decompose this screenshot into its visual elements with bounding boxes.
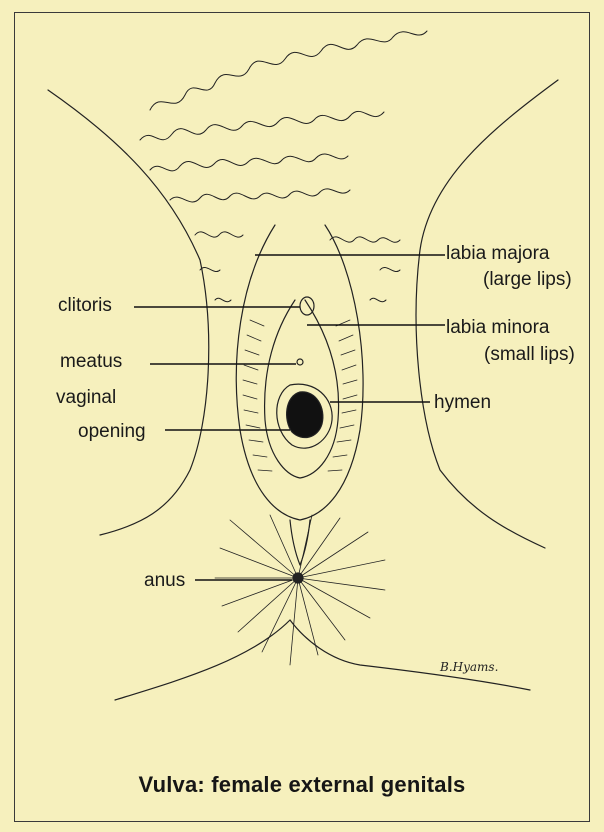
label-large-lips: (large lips)	[483, 270, 572, 289]
clitoris-shape	[300, 297, 314, 315]
anus-radial	[215, 515, 385, 665]
label-anus: anus	[144, 571, 185, 590]
figure-caption: Vulva: female external genitals	[0, 772, 604, 798]
label-clitoris: clitoris	[58, 296, 112, 315]
label-meatus: meatus	[60, 352, 122, 371]
labia-minora	[265, 300, 339, 478]
label-labia-minora: labia minora	[446, 318, 550, 337]
label-vaginal: vaginal	[56, 388, 116, 407]
perineum	[290, 520, 310, 565]
artist-signature: B.Hyams.	[440, 660, 498, 674]
vaginal-opening	[287, 392, 323, 438]
anus-shape	[293, 573, 303, 583]
right-thigh-outline	[416, 80, 558, 548]
label-hymen: hymen	[434, 393, 491, 412]
pubic-hair	[140, 31, 427, 302]
meatus-shape	[297, 359, 303, 365]
label-opening: opening	[78, 422, 146, 441]
label-small-lips: (small lips)	[484, 345, 575, 364]
labia-majora	[236, 225, 363, 520]
label-labia-majora: labia majora	[446, 244, 550, 263]
